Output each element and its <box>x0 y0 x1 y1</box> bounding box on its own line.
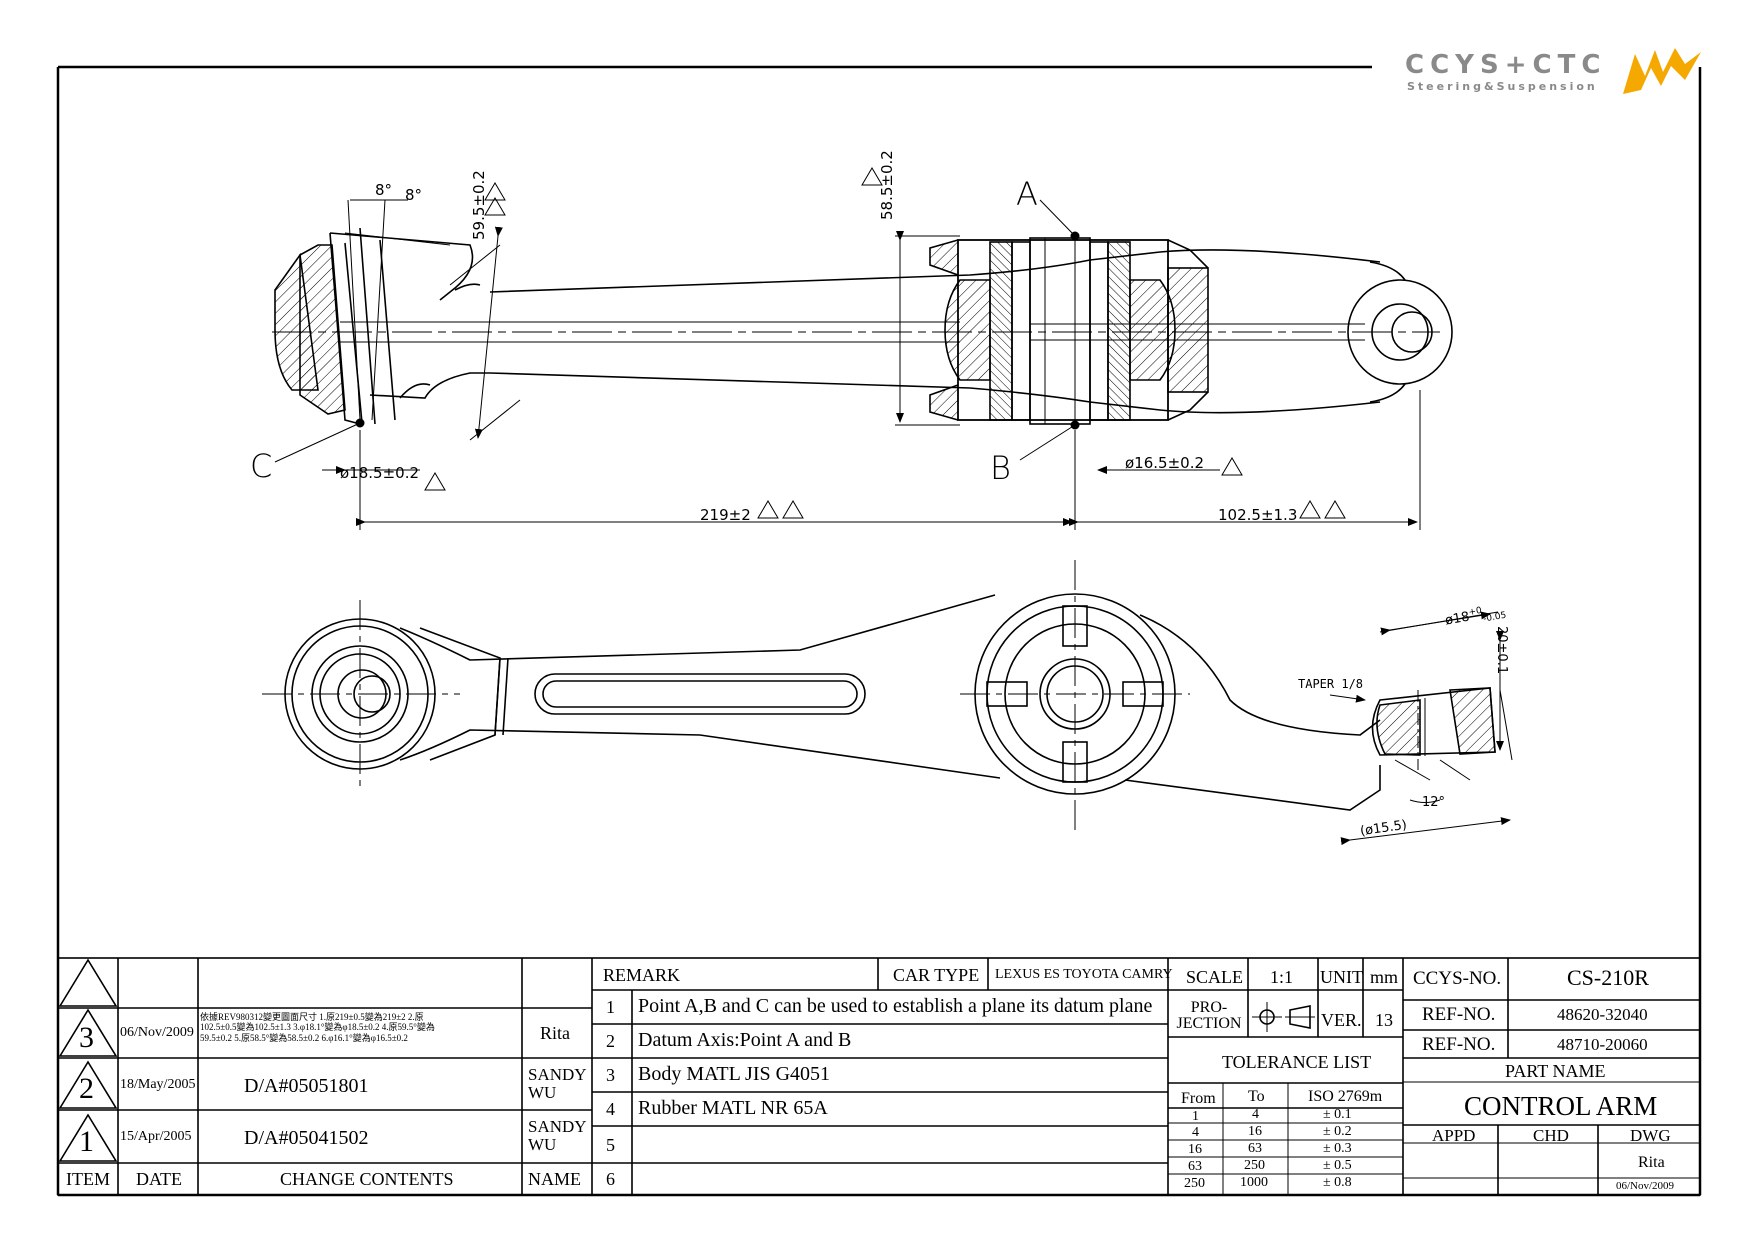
remark-text-4: Rubber MATL NR 65A <box>638 1097 828 1119</box>
remark-text-3: Body MATL JIS G4051 <box>638 1063 831 1085</box>
car-type-label: CAR TYPE <box>893 965 980 985</box>
tol-val-3: ± 0.3 <box>1323 1141 1352 1156</box>
ver-label: VER. <box>1321 1010 1362 1030</box>
tol-val-1: ± 0.1 <box>1323 1107 1352 1122</box>
bottom-view-plan <box>262 560 1496 830</box>
remark-text-2: Datum Axis:Point A and B <box>638 1029 852 1051</box>
tol-to-3: 63 <box>1248 1141 1262 1156</box>
tol-to-1: 4 <box>1252 1107 1259 1122</box>
rev-name-1: SANDY WU <box>528 1117 586 1154</box>
header-name: NAME <box>528 1169 581 1189</box>
tol-from-5: 250 <box>1184 1176 1205 1191</box>
point-c-label: C <box>250 447 273 485</box>
rev-item-2: 2 <box>79 1072 94 1105</box>
ref-no-label-2: REF-NO. <box>1422 1034 1496 1055</box>
chd-label: CHD <box>1533 1126 1569 1145</box>
scale-value: 1:1 <box>1270 967 1294 987</box>
ref-no-label-1: REF-NO. <box>1422 1004 1496 1025</box>
header-change-contents: CHANGE CONTENTS <box>280 1169 454 1189</box>
tol-val-4: ± 0.5 <box>1323 1158 1352 1173</box>
ref-no-value-1: 48620-32040 <box>1557 1005 1648 1024</box>
angle-left-label: 8° <box>375 181 393 199</box>
tol-from-2: 4 <box>1192 1125 1199 1140</box>
rev-item-1: 1 <box>79 1125 94 1158</box>
top-view-section <box>272 227 1453 425</box>
dwg-date: 06/Nov/2009 <box>1616 1180 1675 1192</box>
part-name-value: CONTROL ARM <box>1464 1091 1658 1121</box>
rev-content-1: D/A#05041502 <box>244 1127 369 1149</box>
tol-header-from: From <box>1181 1090 1216 1107</box>
remark-header: REMARK <box>603 965 681 985</box>
dim-102-5: 102.5±1.3 <box>1218 506 1298 524</box>
dim-219: 219±2 <box>700 506 751 524</box>
dim-phi16-5: ø16.5±0.2 <box>1125 454 1204 472</box>
angle-right-label: 8° <box>405 186 423 204</box>
rev-date-3: 06/Nov/2009 <box>120 1025 194 1040</box>
dim-phi18-5: ø18.5±0.2 <box>340 464 419 482</box>
rev-content-3: 依據REV980312變更圖面尺寸 1.原219±0.5變為219±2 2.原1… <box>200 1012 435 1043</box>
company-logo: CCYS+CTC Steering&Suspension <box>1405 46 1705 104</box>
top-view-dimensions <box>274 199 1421 530</box>
logo-brand: CCYS+CTC <box>1405 50 1607 80</box>
ccys-no-label: CCYS-NO. <box>1413 968 1502 989</box>
remark-no-3: 3 <box>606 1065 615 1085</box>
revision-triangles <box>424 167 1346 519</box>
tol-from-3: 16 <box>1188 1142 1202 1157</box>
ref-no-value-2: 48710-20060 <box>1557 1035 1648 1054</box>
tol-header-iso: ISO 2769m <box>1308 1088 1383 1105</box>
tol-val-2: ± 0.2 <box>1323 1124 1352 1139</box>
rev-date-2: 18/May/2005 <box>120 1077 196 1092</box>
tol-val-5: ± 0.8 <box>1323 1175 1352 1190</box>
unit-label: UNIT <box>1320 967 1363 987</box>
remark-no-2: 2 <box>606 1031 615 1051</box>
scale-label: SCALE <box>1186 967 1244 987</box>
tol-to-4: 250 <box>1244 1158 1265 1173</box>
remark-no-5: 5 <box>606 1135 615 1155</box>
point-b-label: B <box>990 449 1011 487</box>
tol-to-5: 1000 <box>1240 1175 1268 1190</box>
ccys-no-value: CS-210R <box>1567 965 1649 990</box>
unit-value: mm <box>1370 967 1399 987</box>
logo-tagline: Steering&Suspension <box>1407 80 1598 93</box>
dwg-name: Rita <box>1638 1154 1665 1171</box>
remark-no-4: 4 <box>606 1099 615 1119</box>
part-name-label: PART NAME <box>1505 1061 1606 1081</box>
rev-name-3: Rita <box>540 1023 570 1043</box>
appd-label: APPD <box>1432 1126 1476 1145</box>
projection-label: PRO- JECTION <box>1176 999 1242 1032</box>
tol-from-1: 1 <box>1192 1109 1199 1124</box>
logo-flame-icon <box>1623 48 1701 94</box>
header-item: ITEM <box>66 1169 110 1189</box>
dim-12deg: 12° <box>1422 795 1446 810</box>
rev-date-1: 15/Apr/2005 <box>120 1129 192 1144</box>
header-date: DATE <box>136 1169 182 1189</box>
tolerance-title: TOLERANCE LIST <box>1222 1052 1372 1072</box>
point-a-label: A <box>1016 175 1038 213</box>
dwg-label: DWG <box>1630 1126 1671 1145</box>
tol-from-4: 63 <box>1188 1159 1202 1174</box>
remark-text-1: Point A,B and C can be used to establish… <box>638 995 1153 1017</box>
car-type-value: LEXUS ES TOYOTA CAMRY <box>995 967 1173 982</box>
remark-no-6: 6 <box>606 1169 615 1189</box>
remark-no-1: 1 <box>606 997 615 1017</box>
rev-item-3: 3 <box>79 1021 94 1054</box>
bottom-view-dimensions <box>1329 611 1513 846</box>
tol-header-to: To <box>1248 1088 1265 1105</box>
rev-content-2: D/A#05051801 <box>244 1075 369 1097</box>
rev-name-2: SANDY WU <box>528 1065 586 1102</box>
taper-label: TAPER 1/8 <box>1298 677 1364 691</box>
tol-to-2: 16 <box>1248 1124 1262 1139</box>
ver-value: 13 <box>1375 1010 1393 1030</box>
